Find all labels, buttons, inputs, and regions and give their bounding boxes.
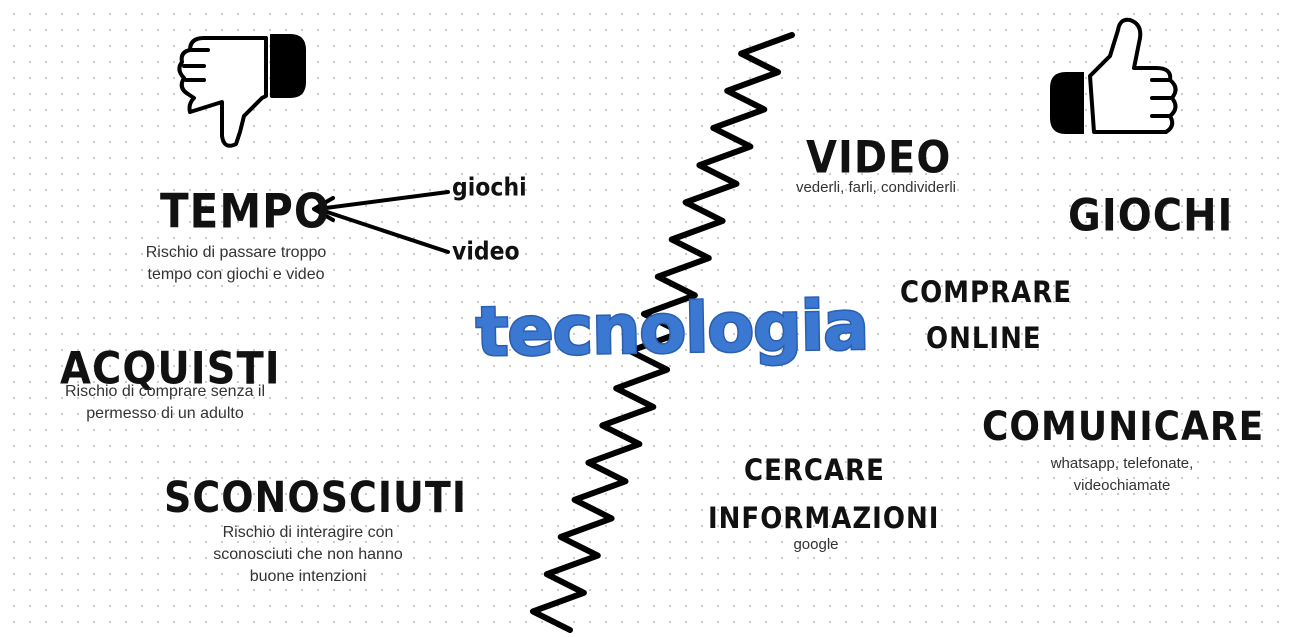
sconosciuti-desc: Rischio di interagire con sconosciuti ch… (196, 522, 420, 588)
sconosciuti-title: SCONOSCIUTI (164, 473, 467, 523)
acquisti-desc: Rischio di comprare senza il permesso di… (52, 381, 278, 425)
arrow-label-giochi: giochi (452, 174, 527, 202)
acquisti-desc-line-2: permesso di un adulto (86, 405, 244, 422)
comunicare-title: COMUNICARE (982, 404, 1265, 450)
arrow-giochi (316, 190, 450, 211)
arrow-video (316, 207, 450, 254)
cercare-line-1: CERCARE (744, 454, 885, 488)
arrow-label-video: video (452, 238, 520, 266)
comunicare-desc: whatsapp, telefonate, videochiamate (1022, 453, 1222, 497)
comprare-line-1: COMPRARE (900, 276, 1073, 310)
sconosciuti-desc-line-2: sconosciuti che non hanno (213, 546, 403, 563)
video-title: VIDEO (806, 132, 952, 184)
cercare-desc: google (793, 536, 839, 553)
giochi-title: GIOCHI (1068, 190, 1234, 242)
squiggle-line (529, 32, 795, 633)
cercare-line-2: INFORMAZIONI (708, 502, 940, 536)
tempo-desc-line-1: Rischio di passare troppo (145, 244, 327, 261)
acquisti-title: ACQUISTI (60, 343, 281, 395)
video-desc: vederli, farli, condividerli (795, 179, 957, 196)
arrow-head (312, 196, 335, 222)
comunicare-desc-line-1: whatsapp, telefonate, (1050, 455, 1194, 472)
comprare-line-2: ONLINE (926, 322, 1042, 356)
sconosciuti-desc-line-3: buone intenzioni (249, 568, 367, 585)
tempo-desc: Rischio di passare troppo tempo con gioc… (130, 242, 342, 286)
comunicare-desc-line-2: videochiamate (1073, 477, 1171, 494)
sconosciuti-desc-line-1: Rischio di interagire con (222, 524, 394, 541)
acquisti-desc-line-1: Rischio di comprare senza il (64, 383, 266, 400)
tempo-desc-line-2: tempo con giochi e video (147, 266, 325, 283)
center-title: tecnologia (474, 285, 870, 374)
tempo-title: TEMPO (160, 184, 331, 239)
